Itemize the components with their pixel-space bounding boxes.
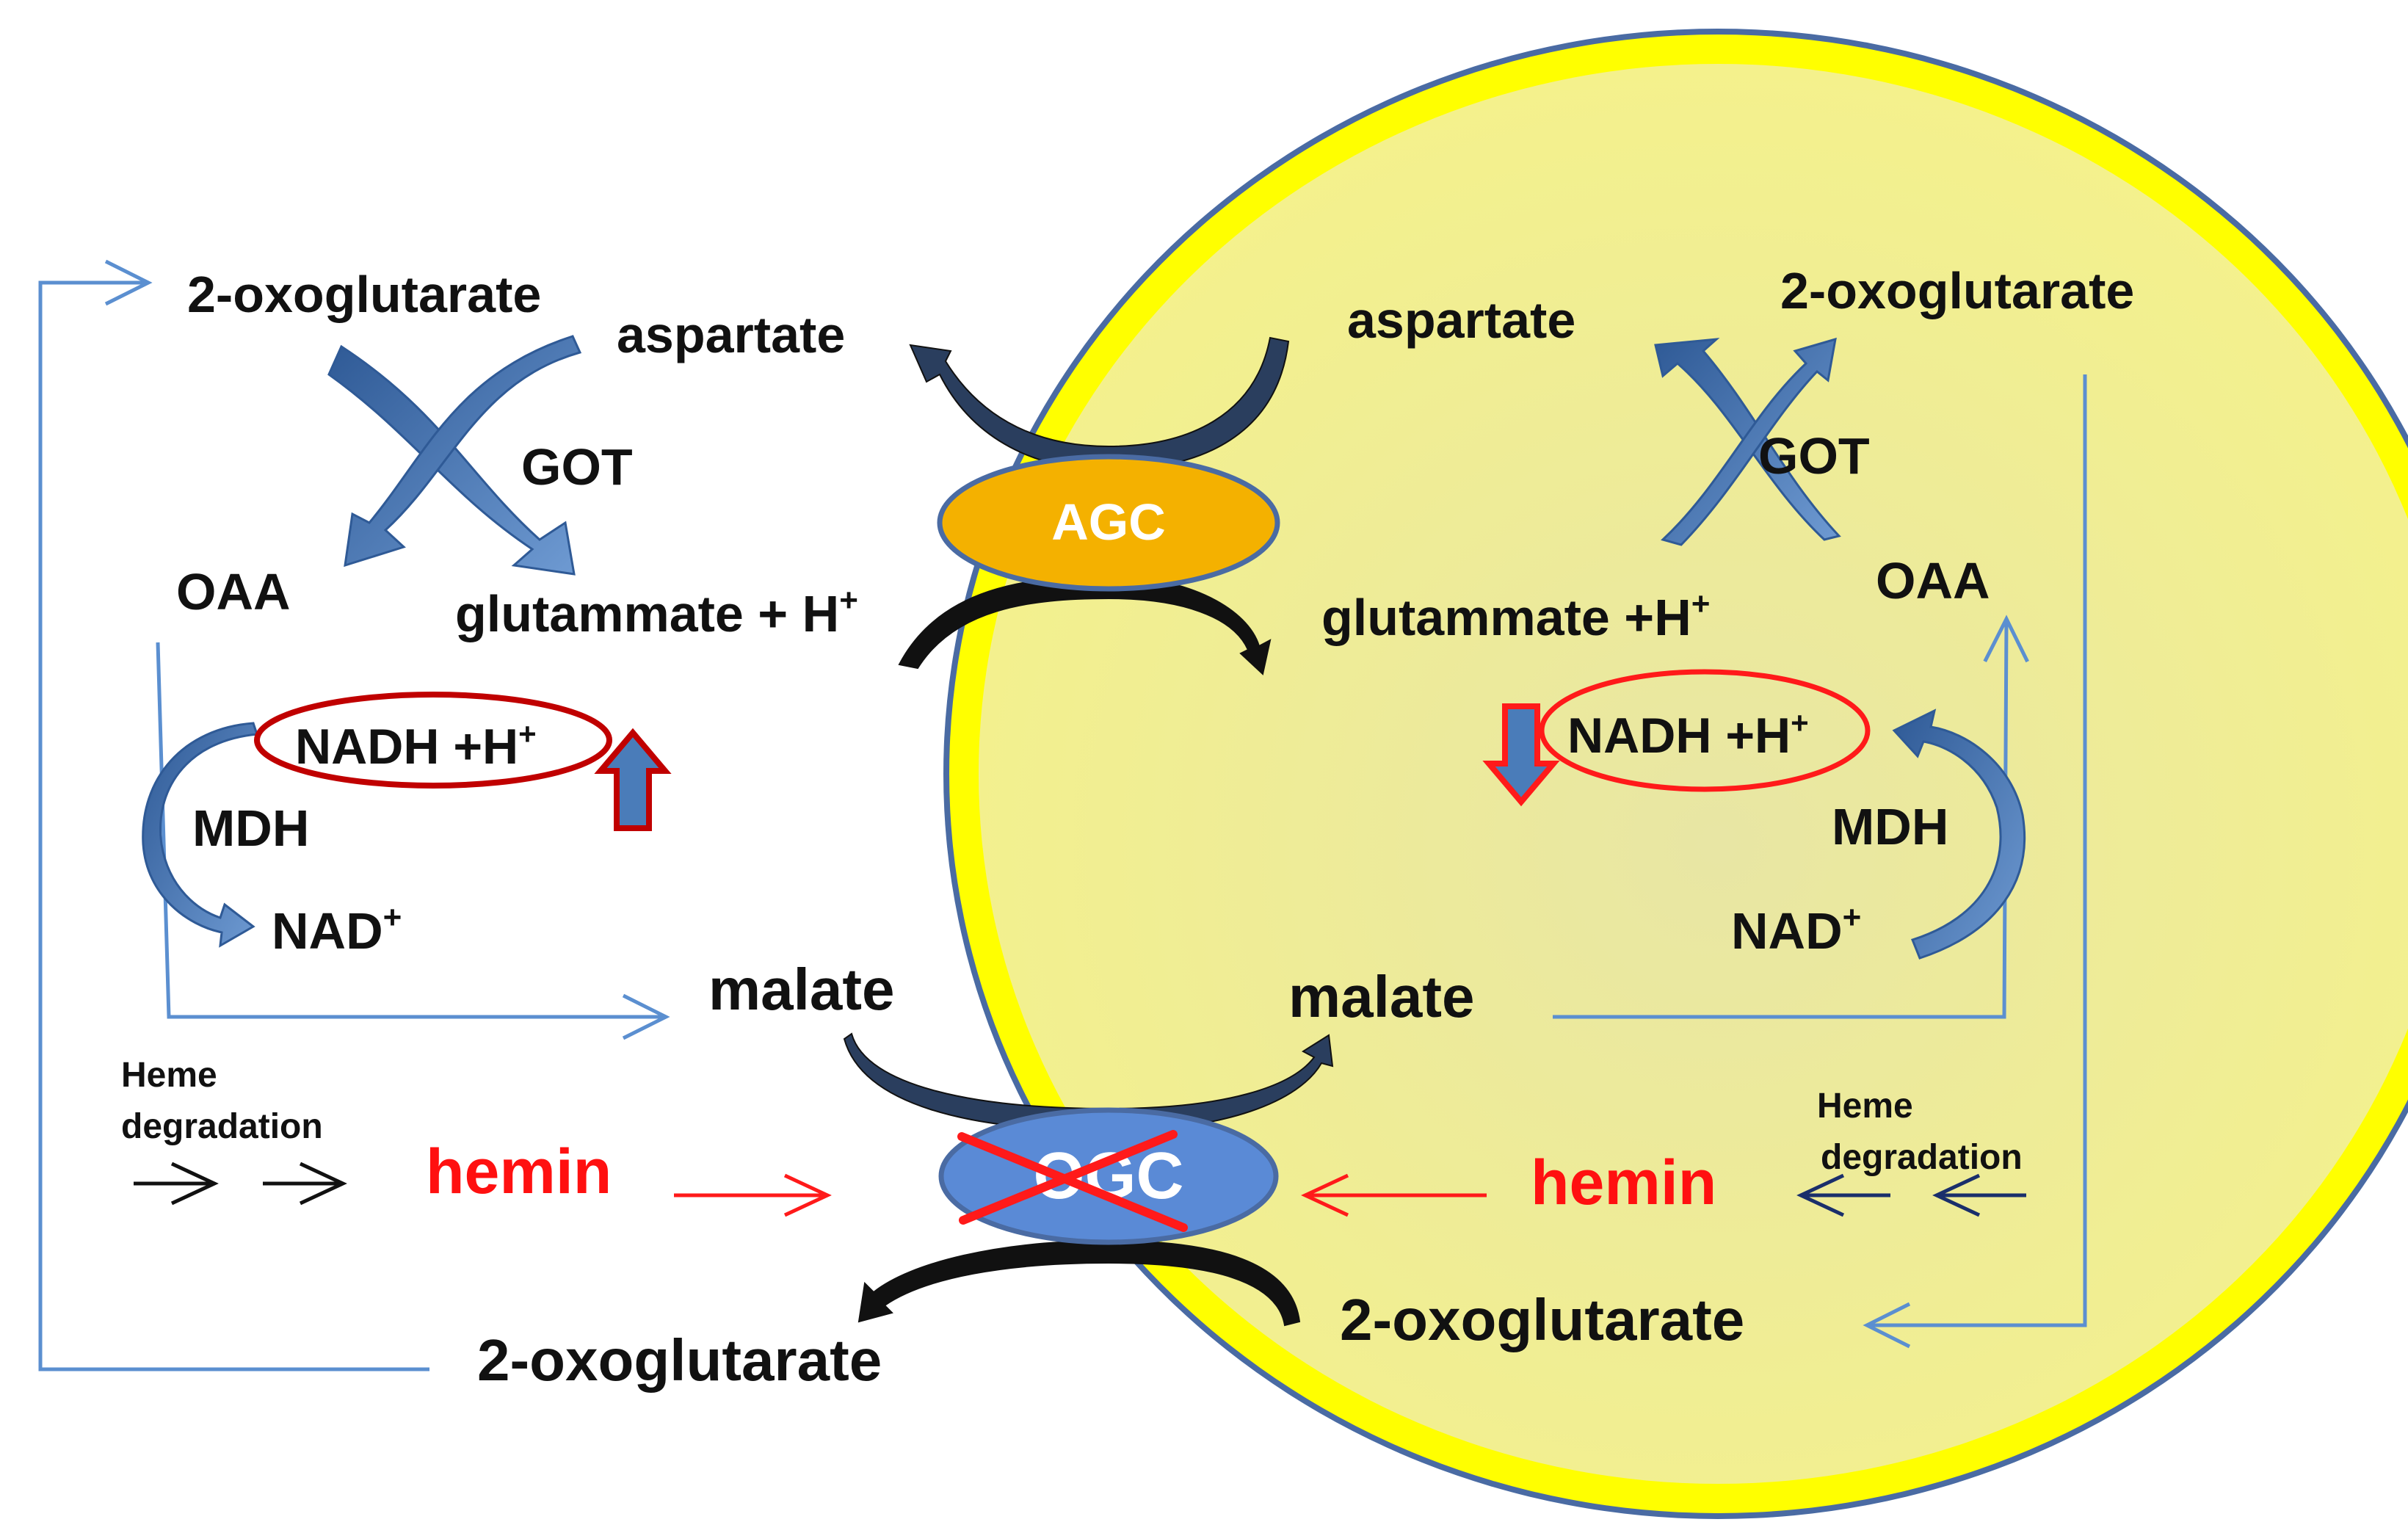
nadh-increase-arrow-icon [594,728,672,831]
cytosol-oxoglutarate-bottom-label: 2-oxoglutarate [477,1327,882,1393]
mito-nadh-label: NADH +H+ [1567,706,1809,764]
cytosol-glutamate-label: glutammate + H+ [455,582,858,642]
agc-carrier-group: AGC [898,336,1290,675]
mitochondrion-matrix [979,64,2408,1484]
mito-oxoglutarate-line [1863,374,2087,1349]
cytosol-mdh-curve [142,722,259,948]
cytosol-got-label: GOT [521,438,633,496]
cytosol-got-cross [327,335,582,576]
ogc-malate-in-arrow [843,1032,1334,1132]
cytosol-oaa-label: OAA [176,563,291,620]
mito-aspartate-label: aspartate [1347,291,1575,349]
mito-nad-label: NAD+ [1731,899,1861,960]
heme-degradation-arrows [134,1162,2026,1217]
mito-heme-label-line2: degradation [1821,1138,2023,1177]
cytosol-nadh-label: NADH +H+ [295,717,537,775]
flux-lines [38,259,2087,1371]
cytosol-mdh-arrow [142,722,259,948]
cytosol-nad-label: NAD+ [272,899,402,960]
mito-glutamate-label: glutammate +H+ [1321,586,1710,646]
mito-oaa-label: OAA [1876,552,1990,609]
mito-got-cross [1654,337,1841,546]
mito-nadh-ring [1539,669,1871,792]
mito-mdh-label: MDH [1832,798,1948,855]
mitochondrion [943,29,2408,1519]
mito-got-label: GOT [1758,427,1870,485]
cytosol-got-arrow-b [344,335,582,568]
nadh-decrease-arrow-icon [1482,703,1560,807]
cytosol-malate-label: malate [708,957,894,1022]
cytosol-aspartate-label: aspartate [617,306,845,363]
mito-oxoglutarate-top-label: 2-oxoglutarate [1780,262,2134,319]
ogc-carrier [938,1107,1279,1245]
cytosol-hemin-label: hemin [426,1137,612,1207]
ogc-oxoglutarate-out-arrow [857,1239,1301,1327]
mito-mdh-curve [1892,709,2026,960]
cytosol-mdh-label: MDH [192,800,309,857]
mito-malate-to-oaa-line [1553,615,2029,1019]
cytosol-labels: 2-oxoglutarate aspartate GOT OAA glutamm… [121,266,894,1393]
agc-carrier [937,454,1280,592]
cytosol-oaa-to-malate-line [156,642,670,1040]
cytosol-heme-label-line2: degradation [121,1107,323,1146]
mito-malate-label: malate [1288,964,1474,1029]
cytosol-nadh-ring [254,692,612,789]
mito-mdh-arrow [1892,709,2026,960]
mito-hemin-label: hemin [1531,1148,1716,1218]
cytosol-nadh-group [254,692,672,831]
cytosol-oxoglutarate-return-line [38,259,429,1371]
cytosol-oxoglutarate-top-label: 2-oxoglutarate [187,266,541,323]
ogc-carrier-group: OGC [843,1032,1334,1327]
mito-nadh-group [1482,669,1871,807]
mito-labels: aspartate 2-oxoglutarate GOT OAA glutamm… [1288,262,2134,1352]
mito-got-arrow-b [1661,337,1837,546]
cytosol-got-arrow-a [327,344,576,576]
agc-label: AGC [1051,493,1166,551]
ogc-inhibition-cross [957,1130,1188,1232]
agc-aspartate-out-arrow [909,336,1290,471]
mito-oxoglutarate-bottom-label: 2-oxoglutarate [1340,1287,1744,1352]
cytosol-heme-label-line1: Heme [121,1056,217,1095]
mito-heme-label-line1: Heme [1817,1087,1913,1126]
